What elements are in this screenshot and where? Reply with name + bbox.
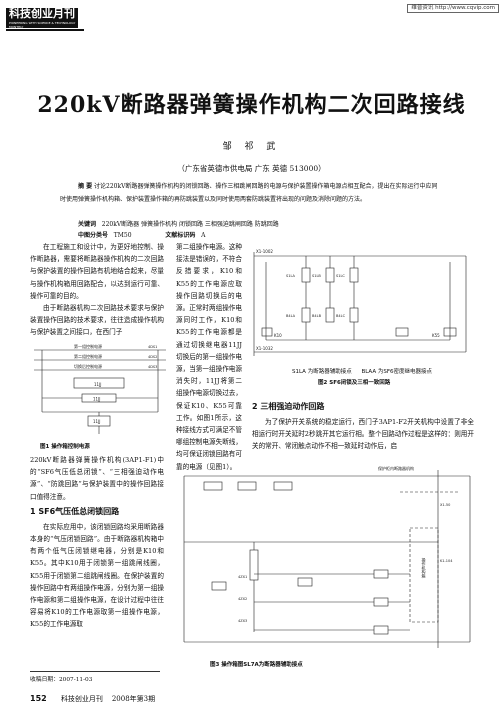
author-name: 邹 祁 武 — [222, 142, 281, 152]
masthead-rule — [6, 29, 84, 31]
footnote-rule — [30, 671, 160, 672]
keywords-text: 220kV断路器 弹簧操作机构 闭锁回路 三相强迫跳闸回路 防跳回路 — [101, 221, 279, 228]
fig3-label-cabinet: 保护柜内断路器机构 — [378, 465, 414, 471]
figure-3-diagram: 保护柜内断路器机构 操作机构箱 4ZX1 4ZX2 4ZX3 K1-104 X1… — [183, 465, 471, 648]
figure-1-caption: 图1 操作箱控制电源 — [40, 444, 90, 450]
classification-line: 中图分类号 TM50 文献标识码 A — [78, 231, 443, 240]
fig1-relay-1: 11JJ — [94, 382, 101, 387]
fig1-label-second-source: 第二组控制电源 — [74, 353, 102, 359]
section-1-paragraph: 在实际应用中，该闭锁回路均采用断路器本身的“气压闭锁回路”。由于断路器机构箱中有… — [30, 522, 164, 629]
column-2: 第二组操作电源。这种接法是错误的，不符合反措要求，K10和K55的工作电源应取操… — [176, 241, 242, 473]
intro-paragraph-1: 在工程施工和设计中，为更好地控制、操作断路器，需要将断路器操作机构的二次回路与保… — [30, 243, 164, 300]
section-1-heading: 1 SF6气压低总闭锁回路 — [30, 506, 120, 516]
fig1-terminal-2: 4DS2 — [148, 355, 157, 359]
figure-2-legend-b: BLAA 为SF6密度继电器接点 — [361, 369, 432, 375]
page-folio: 152 科技创业月刊 2008年第3期 — [30, 694, 155, 704]
abstract: 摘 要 讨论220kV断路器弹簧操作机构的闭锁回路、操作三相跳闸回路的电源与保护… — [60, 180, 443, 206]
keywords: 关键词 220kV断路器 弹簧操作机构 闭锁回路 三相强迫跳闸回路 防跳回路 — [78, 220, 443, 229]
figure-2-caption: 图2 SF6闭锁及三相一致回路 — [318, 380, 391, 386]
masthead-english: PIONEERING WITH SCIENCE & TECHNOLOGY MON… — [9, 21, 76, 29]
journal-masthead: 科技创业月刊 PIONEERING WITH SCIENCE & TECHNOL… — [6, 7, 78, 29]
section-2-paragraph: 为了保护开关系统的稳定运行，西门子3AP1-F2开关机构中设置了非全相运行时开关… — [252, 418, 474, 451]
figure-1-diagram: 第一组控制电源 第二组控制电源 切换后控制电源 4DS1 4DS2 4DS3 1… — [34, 343, 166, 434]
masthead-name: 科技创业月刊 — [9, 7, 75, 20]
journal-issue: 2008年第3期 — [111, 695, 156, 703]
abstract-text: 讨论220kV断路器弹簧操作机构的闭锁回路、操作三相跳闸回路的电源与保护装置操作… — [60, 183, 438, 203]
page-number: 152 — [30, 694, 47, 703]
fig3-terminal-4zx3: 4ZX3 — [238, 619, 247, 623]
classification-label: 中图分类号 — [78, 232, 109, 239]
document-code-label: 文献标识码 — [165, 232, 196, 239]
keywords-label: 关键词 — [78, 221, 97, 228]
fig2-terminal-bottom: X1-1032 — [256, 346, 273, 351]
figure-3-caption: 图3 操作箱图SL7A为断路器辅助接点 — [210, 662, 303, 668]
column-3: 2 三相强迫动作回路 为了保护开关系统的稳定运行，西门子3AP1-F2开关机构中… — [252, 398, 474, 453]
source-watermark[interactable]: 维普资讯 http://www.cqvip.com — [407, 4, 499, 13]
fig2-relay-k55: K55 — [432, 333, 440, 338]
document-code-value: A — [201, 232, 206, 239]
fig1-relay-2: 11JJ — [93, 397, 100, 402]
intro-paragraph-2: 由于断路器机构二次回路技术要求与保护装置操作回路的技术要求，往往造成操作机构与保… — [30, 304, 164, 337]
fig2-contact-b4lc: B4LC — [336, 314, 346, 318]
abstract-label: 摘 要 — [78, 183, 93, 190]
fig1-terminal-1: 4DS1 — [148, 345, 157, 349]
fig3-terminal-4zx2: 4ZX2 — [238, 597, 247, 601]
fig2-contact-b4lb: B4LB — [312, 314, 322, 318]
fig1-relay-3: 11JJ — [93, 419, 100, 424]
figure-2-legend: S1LA 为断路器辅助接点 BLAA 为SF6密度继电器接点 — [292, 367, 432, 375]
paper-title: 220kV断路器弹簧操作机构二次回路接线 — [37, 92, 466, 118]
fig3-relay-k1: K1-104 — [440, 559, 453, 563]
fig2-contact-s1lc: S1LC — [336, 274, 345, 278]
fig1-label-switched-source: 切换后控制电源 — [74, 363, 102, 369]
fig3-label-mechanism-box: 操作机构箱 — [422, 557, 427, 579]
fig3-terminal-x1: X1-50 — [440, 503, 450, 507]
fig2-contact-b4la: B4LA — [286, 314, 296, 318]
author-affiliation: （广东省英德市供电局 广东 英德 513000） — [177, 164, 326, 173]
section-2-heading: 2 三相强迫动作回路 — [252, 402, 325, 411]
classification-value: TM50 — [113, 232, 132, 239]
figure-2-diagram: X1-1002 X1-1032 K10 K55 S1LA S1LB S1LC B… — [253, 249, 467, 356]
column-2-paragraph: 第二组操作电源。这种接法是错误的，不符合反措要求，K10和K55的工作电源应取操… — [176, 243, 242, 471]
fig1-label-first-source: 第一组控制电源 — [74, 343, 102, 349]
fig1-terminal-3: 4DS3 — [148, 365, 157, 369]
received-date: 收稿日期：2007-11-03 — [30, 677, 93, 683]
fig3-terminal-4zx1: 4ZX1 — [238, 575, 247, 579]
fig2-contact-s1la: S1LA — [286, 274, 295, 278]
interface-paragraph: 220kV断路器弹簧操作机构(3AP1-F1)中的“SF6气压低总闭锁”、“三相… — [30, 456, 164, 501]
figure-2-legend-a: S1LA 为断路器辅助接点 — [292, 369, 352, 375]
fig2-relay-k10: K10 — [274, 333, 282, 338]
journal-name: 科技创业月刊 — [60, 695, 103, 703]
column-1-upper: 在工程施工和设计中，为更好地控制、操作断路器，需要将断路器操作机构的二次回路与保… — [30, 241, 164, 339]
fig2-terminal-top: X1-1002 — [256, 249, 273, 254]
fig2-contact-s1lb: S1LB — [312, 274, 321, 278]
column-1-lower: 220kV断路器弹簧操作机构(3AP1-F1)中的“SF6气压低总闭锁”、“三相… — [30, 454, 164, 631]
